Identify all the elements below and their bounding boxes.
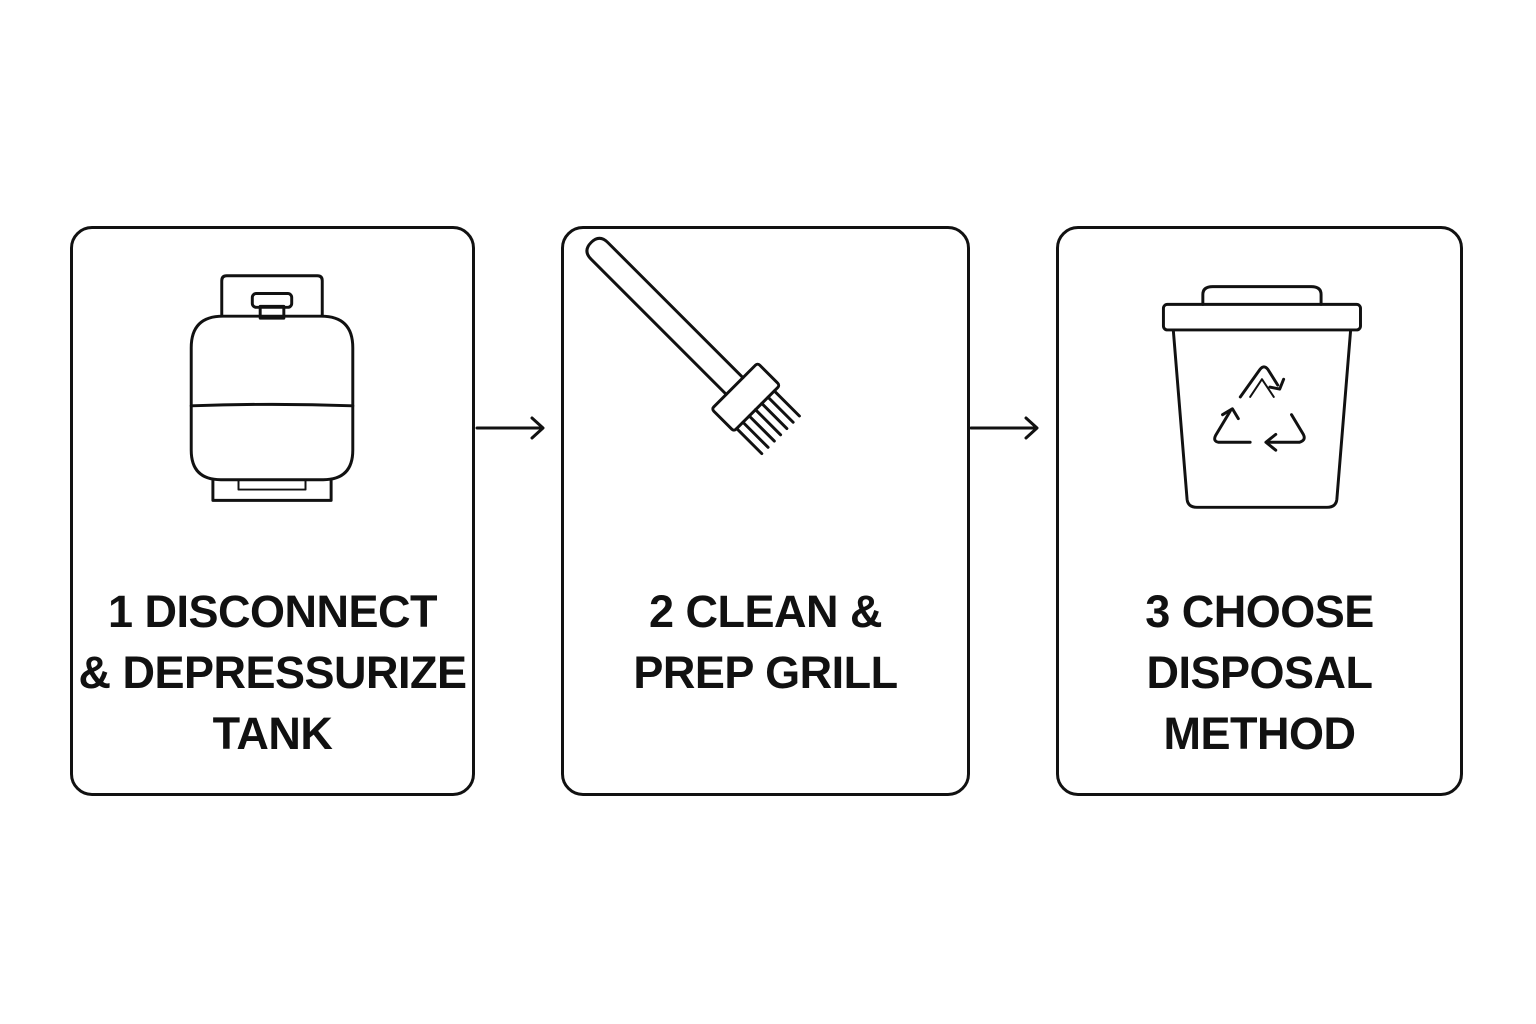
step-2-line-2: PREP GRILL [633,647,898,698]
step-label-2: 2 CLEAN & PREP GRILL [564,581,967,703]
step-card-2: 2 CLEAN & PREP GRILL [561,226,970,796]
recycling-bin-icon [1059,229,1460,559]
arrow-right-icon [969,416,1039,440]
propane-tank-icon [73,229,472,559]
grill-brush-icon [564,229,967,559]
step-3-line-2: DISPOSAL [1146,647,1373,698]
step-3-line-1: 3 CHOOSE [1145,586,1374,637]
step-3-line-3: METHOD [1163,708,1357,759]
step-2-line-1: 2 CLEAN & [648,586,883,637]
step-label-3: 3 CHOOSE DISPOSAL METHOD [1059,581,1460,764]
step-card-3: 3 CHOOSE DISPOSAL METHOD [1056,226,1463,796]
step-card-1: 1 DISCONNECT & DEPRESSURIZE TANK [70,226,475,796]
arrow-right-icon [475,416,545,440]
step-1-line-1: 1 DISCONNECT [107,586,438,637]
step-label-1: 1 DISCONNECT & DEPRESSURIZE TANK [73,581,472,764]
step-1-line-3: TANK [212,708,333,759]
step-1-line-2: & DEPRESSURIZE [78,647,467,698]
